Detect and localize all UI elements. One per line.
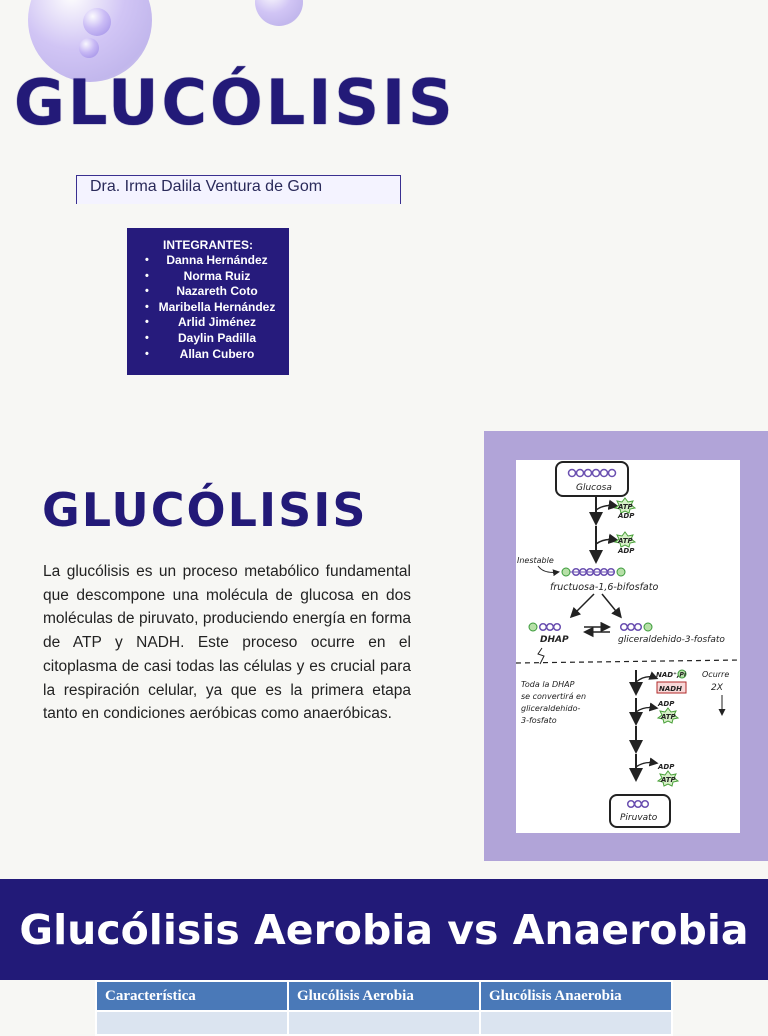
member-item: Norma Ruiz	[145, 269, 289, 285]
occurs-label: Ocurre	[702, 670, 729, 679]
atp-star-icon: ATP	[656, 707, 680, 724]
author-name: Dra. Irma Dalila Ventura de Gom	[90, 178, 323, 195]
g3p-label: gliceraldehido-3-fosfato	[618, 635, 725, 645]
pyruvate-box	[609, 794, 671, 828]
table-cell	[287, 1010, 481, 1036]
nadh-label: NADH	[659, 685, 682, 693]
adp-label-2: ADP	[617, 547, 635, 555]
atp-label-4: ATP	[660, 776, 677, 784]
glucose-label: Glucosa	[576, 483, 612, 493]
member-item: Arlid Jiménez	[145, 315, 289, 331]
members-heading: INTEGRANTES:	[163, 238, 253, 252]
atp-star-icon: ATP	[613, 497, 637, 514]
bubble-decoration-inner	[83, 8, 111, 36]
phosphate-icon	[677, 669, 687, 679]
zigzag-mark	[537, 647, 545, 665]
twice-label: 2X	[711, 683, 724, 693]
unstable-label: Inestable	[517, 556, 554, 565]
atp-star-icon: ATP	[656, 770, 680, 787]
atp-consumption-arrow-2	[595, 533, 619, 545]
member-item: Allan Cubero	[145, 347, 289, 363]
dashed-divider	[515, 659, 741, 664]
members-box: INTEGRANTES: Danna Hernández Norma Ruiz …	[127, 228, 289, 375]
bubble-decoration-dot	[79, 38, 99, 58]
note-line-2: se convertirá en	[521, 692, 586, 701]
nadh-box	[656, 681, 687, 694]
atp-production-arrow-1	[635, 702, 659, 713]
table-cell	[479, 1010, 673, 1036]
cover-title: GLUCÓLISIS	[14, 66, 456, 139]
glycolysis-diagram-svg: Glucosa ATP ADP ATP ADP Inestable	[515, 461, 741, 828]
comparison-table: Característica Glucólisis Aerobia Glucól…	[95, 980, 673, 1036]
arrow-split-left	[569, 593, 595, 619]
glucose-box	[555, 461, 629, 497]
phosphate-label: Pi	[680, 672, 687, 679]
comparison-title: Glucólisis Aerobia vs Anaerobia	[19, 906, 749, 954]
bubble-decoration-small	[255, 0, 303, 26]
table-header-cell: Glucólisis Aerobia	[287, 980, 481, 1012]
table-header-cell: Glucólisis Anaerobia	[479, 980, 673, 1012]
atp-consumption-arrow-1	[595, 499, 619, 511]
atp-label-1: ATP	[617, 503, 634, 511]
fructose-label: fructuosa-1,6-bifosfato	[550, 582, 658, 593]
g3p-molecule-icon	[619, 622, 653, 632]
member-item: Danna Hernández	[145, 253, 289, 269]
fructose-bisphosphate-icon	[561, 567, 626, 577]
author-box: Dra. Irma Dalila Ventura de Gom	[76, 175, 401, 204]
note-line-4: 3-fosfato	[521, 716, 557, 725]
adp-label-4: ADP	[657, 763, 675, 771]
comparison-banner: Glucólisis Aerobia vs Anaerobia	[0, 879, 768, 980]
member-item: Maribella Hernández	[145, 300, 289, 316]
dhap-molecule-icon	[528, 622, 562, 632]
pyruvate-carbons-icon	[626, 799, 650, 809]
note-line-3: gliceraldehido-	[521, 704, 581, 713]
glucose-carbons-icon	[567, 468, 617, 478]
member-item: Daylin Padilla	[145, 331, 289, 347]
atp-production-arrow-2	[635, 757, 659, 768]
diagram-frame: Glucosa ATP ADP ATP ADP Inestable	[484, 431, 768, 861]
note-line-1: Toda la DHAP	[521, 680, 575, 689]
adp-label-1: ADP	[617, 512, 635, 520]
atp-label-3: ATP	[660, 713, 677, 721]
member-item: Nazareth Coto	[145, 284, 289, 300]
table-header-cell: Característica	[95, 980, 289, 1012]
atp-label-2: ATP	[617, 537, 634, 545]
glycolysis-diagram: Glucosa ATP ADP ATP ADP Inestable	[515, 460, 741, 833]
dhap-label: DHAP	[540, 635, 569, 645]
nadh-arrow	[635, 671, 659, 683]
unstable-arrow	[537, 565, 560, 577]
members-list: Danna Hernández Norma Ruiz Nazareth Coto…	[127, 253, 289, 362]
adp-label-3: ADP	[657, 700, 675, 708]
table-header-row: Característica Glucólisis Aerobia Glucól…	[95, 980, 673, 1012]
pyruvate-label: Piruvato	[620, 813, 658, 823]
table-cell	[95, 1010, 289, 1036]
atp-star-icon: ATP	[613, 531, 637, 548]
arrow-split-right	[601, 593, 622, 619]
section-paragraph: La glucólisis es un proceso metabólico f…	[43, 563, 411, 723]
table-row	[95, 1010, 673, 1036]
nad-label: NAD⁺,	[656, 671, 679, 679]
section-title: GLUCÓLISIS	[42, 483, 368, 537]
